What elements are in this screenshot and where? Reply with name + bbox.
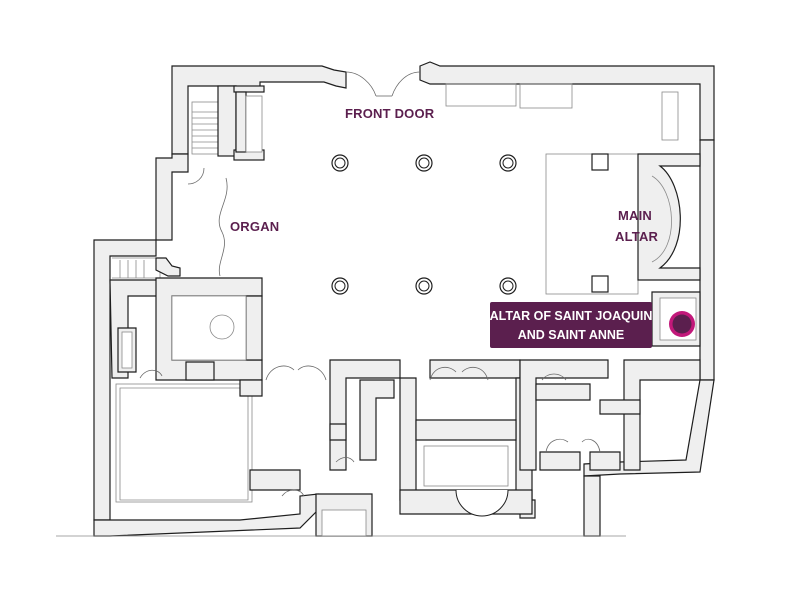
location-marker-icon[interactable] — [669, 311, 695, 337]
label-main-altar-line2: ALTAR — [615, 229, 659, 244]
staircase-upper — [191, 85, 265, 161]
callout-altar-saint-joaquin[interactable]: ALTAR OF SAINT JOAQUIN AND SAINT ANNE — [490, 302, 653, 348]
nave-pillars — [331, 154, 517, 295]
main-altar-chapel — [445, 83, 701, 295]
pillar — [331, 277, 349, 295]
doors — [139, 167, 601, 497]
label-main-altar-line1: MAIN — [618, 208, 652, 223]
pillar — [499, 154, 517, 172]
pillar — [415, 277, 433, 295]
pillar — [499, 277, 517, 295]
pillar — [331, 154, 349, 172]
callout-line2: AND SAINT ANNE — [518, 328, 624, 342]
interior-walls — [109, 85, 701, 537]
front-door — [345, 71, 421, 97]
callout-line1: ALTAR OF SAINT JOAQUIN — [490, 309, 653, 323]
label-organ: ORGAN — [230, 219, 279, 234]
callout-box — [490, 302, 652, 348]
staircase-lower — [112, 257, 181, 279]
pillar — [415, 154, 433, 172]
label-front-door: FRONT DOOR — [345, 106, 435, 121]
